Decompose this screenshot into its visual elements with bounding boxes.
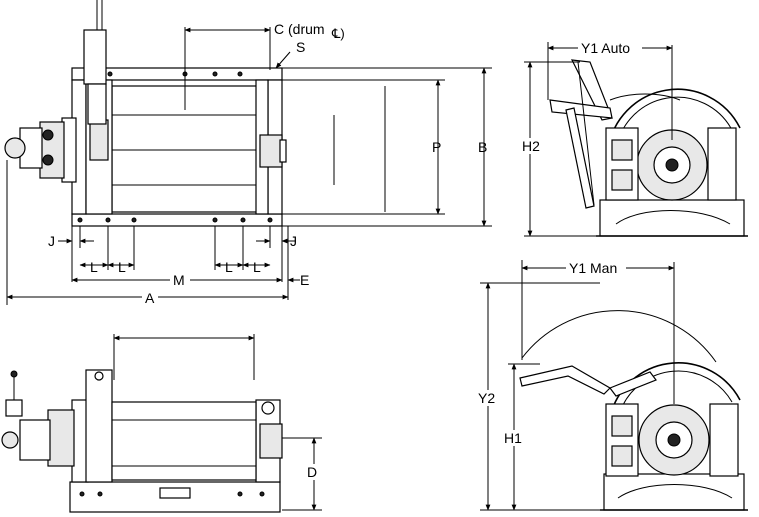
label-h1: H1: [504, 430, 522, 446]
label-m: M: [173, 272, 185, 288]
label-a: A: [145, 290, 155, 306]
label-p: P: [432, 139, 441, 155]
side-view-manual: Y1 Man Y2 H1: [476, 260, 748, 511]
front-view: D: [1, 334, 322, 513]
label-j-left: J: [48, 233, 55, 249]
label-y2: Y2: [478, 390, 495, 406]
label-y1-man: Y1 Man: [569, 260, 617, 276]
label-h2: H2: [522, 138, 540, 154]
label-e: E: [300, 272, 309, 288]
label-c-centerline: ℄): [331, 26, 345, 41]
label-j-right: J: [290, 233, 297, 249]
bottom-frame-rail: [71, 213, 283, 227]
label-b: B: [478, 139, 487, 155]
top-frame-rail: [71, 67, 283, 81]
label-l-4: L: [253, 259, 261, 275]
label-d: D: [307, 464, 317, 480]
label-c: C (drum: [274, 21, 325, 37]
label-l-1: L: [90, 259, 98, 275]
label-l-3: L: [225, 259, 233, 275]
side-view-auto: Y1 Auto H2: [520, 40, 748, 237]
top-view: C (drum ℄) S P B J J: [4, 0, 492, 306]
label-y1-auto: Y1 Auto: [581, 40, 630, 56]
label-s: S: [296, 39, 305, 55]
label-l-2: L: [118, 259, 126, 275]
